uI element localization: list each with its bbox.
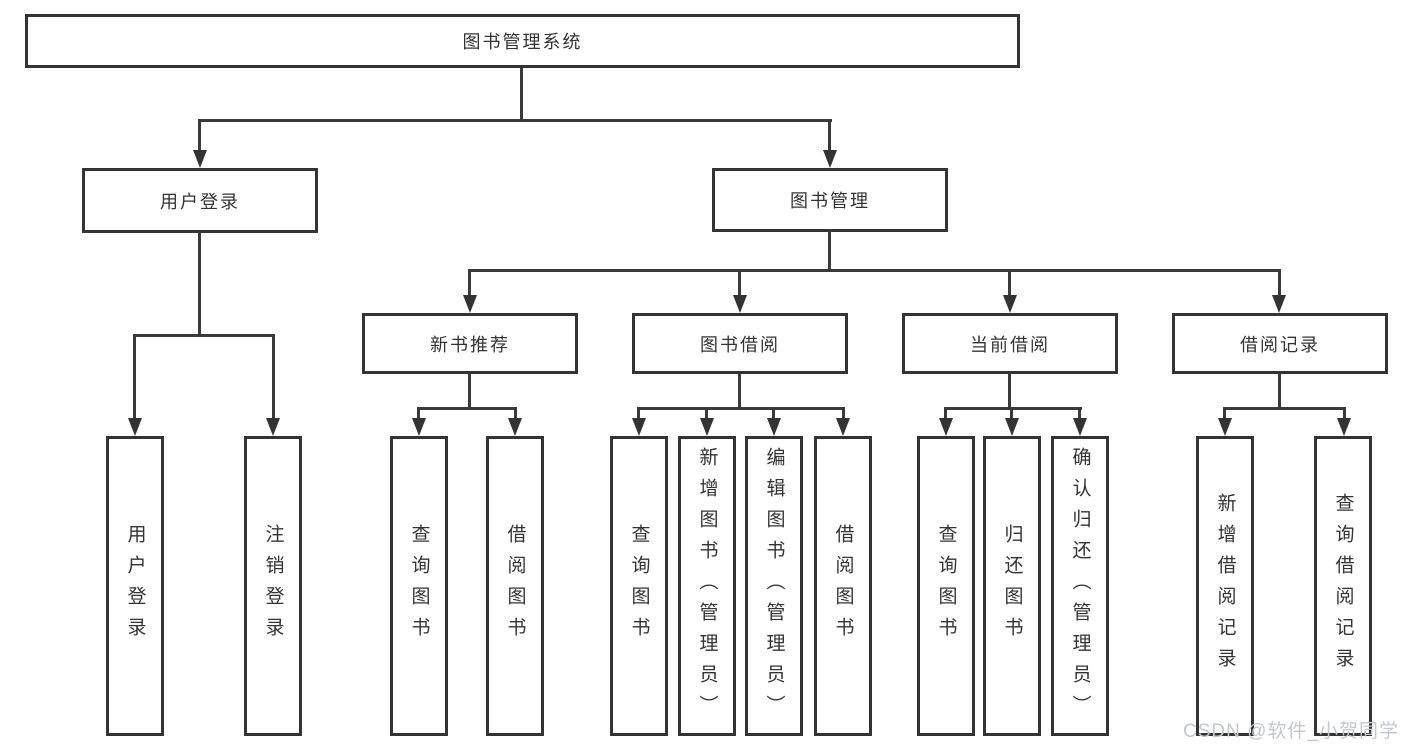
connector-line (417, 407, 420, 421)
connector-line (468, 269, 1281, 272)
connector-line (772, 407, 775, 421)
leaf-query-books-current: 查询图书 (917, 436, 975, 736)
arrow-down-icon (128, 418, 142, 436)
node-book-management: 图书管理 (712, 168, 948, 232)
arrow-down-icon (193, 150, 207, 168)
arrow-down-icon (632, 418, 646, 436)
node-label: 图书借阅 (700, 334, 780, 355)
connector-line (738, 269, 741, 298)
leaf-user-login: 用户登录 (106, 436, 164, 736)
connector-line (637, 407, 640, 421)
node-label: 注销登录 (262, 524, 284, 648)
node-label: 编辑图书（管理员） (763, 446, 785, 726)
arrow-down-icon (1272, 295, 1286, 313)
connector-line (1223, 407, 1226, 421)
node-label: 确认归还（管理员） (1069, 446, 1091, 726)
node-user-login: 用户登录 (82, 168, 318, 233)
connector-line (705, 407, 708, 421)
node-label: 新书推荐 (430, 334, 510, 355)
leaf-return-books: 归还图书 (983, 436, 1041, 736)
connector-line (514, 407, 517, 421)
leaf-borrow-books: 借阅图书 (814, 436, 872, 736)
node-label: 用户登录 (124, 524, 146, 648)
leaf-add-books-admin: 新增图书（管理员） (678, 436, 736, 736)
node-label: 图书管理 (790, 191, 870, 211)
node-label: 归还图书 (1001, 524, 1023, 648)
arrow-down-icon (836, 418, 850, 436)
arrow-down-icon (767, 418, 781, 436)
leaf-query-books-recommend: 查询图书 (390, 436, 448, 736)
connector-line (1223, 407, 1346, 410)
leaf-confirm-return-admin: 确认归还（管理员） (1051, 436, 1109, 736)
connector-line (828, 119, 831, 153)
arrow-down-icon (266, 418, 280, 436)
leaf-query-borrow-record: 查询借阅记录 (1314, 436, 1372, 736)
leaf-query-books-borrowing: 查询图书 (610, 436, 668, 736)
arrow-down-icon (508, 418, 522, 436)
node-label: 查询图书 (408, 524, 430, 648)
arrow-down-icon (1073, 418, 1087, 436)
connector-line (133, 334, 136, 420)
connector-line (468, 373, 471, 410)
connector-line (520, 68, 523, 122)
node-label: 借阅记录 (1240, 334, 1320, 355)
node-label: 当前借阅 (970, 334, 1050, 355)
watermark-text: CSDN @软件_小贺同学 (1183, 721, 1399, 742)
arrow-down-icon (733, 295, 747, 313)
connector-line (1278, 373, 1281, 410)
arrow-down-icon (823, 150, 837, 168)
connector-line (637, 407, 845, 410)
node-label: 借阅图书 (832, 524, 854, 648)
node-borrowing-records: 借阅记录 (1172, 313, 1388, 374)
connector-line (198, 232, 201, 336)
node-book-borrowing: 图书借阅 (632, 313, 848, 374)
connector-line (944, 407, 1082, 410)
arrow-down-icon (1337, 418, 1351, 436)
arrow-down-icon (1005, 418, 1019, 436)
connector-line (842, 407, 845, 421)
connector-line (738, 373, 741, 410)
node-label: 新增借阅记录 (1214, 493, 1236, 679)
node-label: 新增图书（管理员） (696, 446, 718, 726)
node-label: 借阅图书 (504, 524, 526, 648)
node-label: 查询借阅记录 (1332, 493, 1354, 679)
connector-line (1010, 407, 1013, 421)
node-new-book-recommendation: 新书推荐 (362, 313, 578, 374)
leaf-logout: 注销登录 (244, 436, 302, 736)
connector-line (1078, 407, 1081, 421)
connector-line (828, 231, 831, 272)
connector-line (198, 119, 832, 122)
connector-line (1008, 269, 1011, 298)
connector-line (944, 407, 947, 421)
arrow-down-icon (463, 295, 477, 313)
connector-line (1343, 407, 1346, 421)
arrow-down-icon (1003, 295, 1017, 313)
node-label: 查询图书 (628, 524, 650, 648)
connector-line (1278, 269, 1281, 298)
arrow-down-icon (700, 418, 714, 436)
connector-line (468, 269, 471, 298)
arrow-down-icon (412, 418, 426, 436)
connector-line (133, 334, 275, 337)
connector-line (417, 407, 517, 410)
connector-line (272, 334, 275, 420)
node-label: 用户登录 (160, 191, 240, 212)
leaf-add-borrow-record: 新增借阅记录 (1196, 436, 1254, 736)
connector-line (1008, 373, 1011, 410)
arrow-down-icon (939, 418, 953, 436)
node-library-management-system: 图书管理系统 (25, 14, 1020, 68)
arrow-down-icon (1218, 418, 1232, 436)
node-label: 查询图书 (935, 524, 957, 648)
node-current-borrowing: 当前借阅 (902, 313, 1118, 374)
connector-line (198, 119, 201, 153)
node-label: 图书管理系统 (462, 32, 583, 52)
leaf-borrow-books-recommend: 借阅图书 (486, 436, 544, 736)
leaf-edit-books-admin: 编辑图书（管理员） (745, 436, 803, 736)
